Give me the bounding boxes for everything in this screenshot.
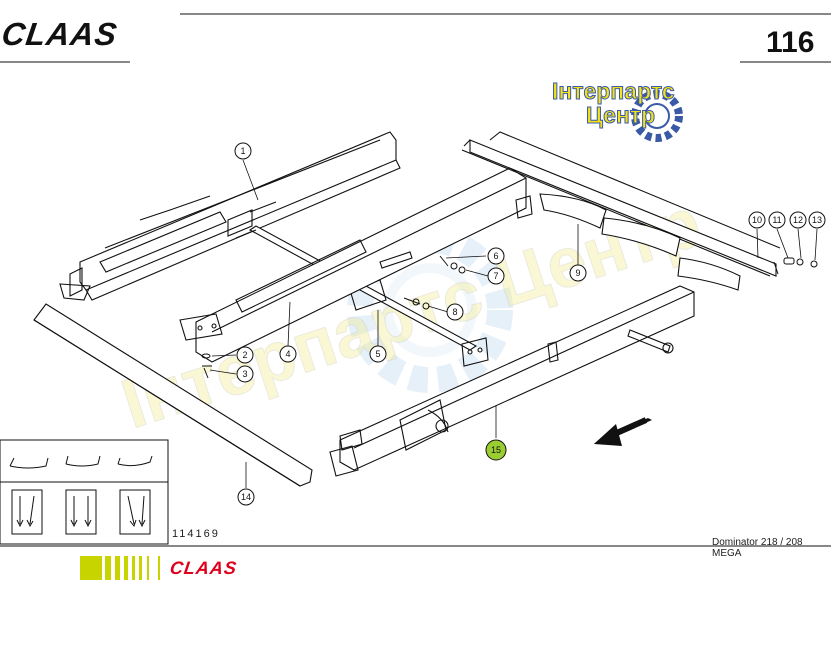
svg-text:11: 11 — [772, 215, 781, 225]
callout-leaders — [209, 159, 818, 488]
svg-text:6: 6 — [493, 251, 498, 261]
part-14-wedge-strip — [33, 303, 313, 487]
svg-text:4: 4 — [285, 349, 290, 359]
callout-7[interactable]: 7 — [487, 267, 505, 285]
svg-text:14: 14 — [241, 492, 251, 502]
direction-arrow-icon — [594, 417, 652, 446]
svg-text:15: 15 — [491, 445, 501, 455]
svg-text:8: 8 — [452, 307, 457, 317]
svg-text:3: 3 — [242, 369, 247, 379]
part-9-rail — [461, 131, 781, 291]
brand-logo-top: CLAAS — [0, 16, 120, 52]
hardware-items — [201, 255, 818, 379]
document-code: 114169 — [172, 528, 220, 540]
svg-text:13: 13 — [812, 215, 822, 225]
arrow-down-icon — [16, 495, 146, 528]
svg-text:5: 5 — [375, 349, 380, 359]
watermark-title-line2: Центр — [585, 102, 656, 128]
callout-11[interactable]: 11 — [768, 211, 786, 229]
callout-13[interactable]: 13 — [808, 211, 826, 229]
svg-text:9: 9 — [575, 268, 580, 278]
svg-text:7: 7 — [493, 271, 498, 281]
callout-3[interactable]: 3 — [236, 365, 254, 383]
callout-2[interactable]: 2 — [236, 346, 254, 364]
footer-color-bars — [80, 556, 160, 580]
watermark-title-line1: Інтерпартс — [552, 78, 676, 104]
callout-10[interactable]: 10 — [748, 211, 766, 229]
gear-watermark-icon — [347, 227, 513, 393]
callout-1[interactable]: 1 — [234, 142, 252, 160]
svg-text:12: 12 — [793, 215, 803, 225]
brand-logo-bottom: CLAAS — [168, 558, 239, 578]
part-15-side-member — [329, 285, 695, 477]
callout-4[interactable]: 4 — [279, 345, 297, 363]
callout-12[interactable]: 12 — [789, 211, 807, 229]
model-name: Dominator 218 / 208 MEGA — [712, 537, 803, 559]
watermark-gear-icon — [631, 90, 683, 142]
page-number: 116 — [766, 26, 815, 59]
callout-6[interactable]: 6 — [487, 247, 505, 265]
svg-text:10: 10 — [752, 215, 762, 225]
svg-text:2: 2 — [242, 350, 247, 360]
callout-8[interactable]: 8 — [446, 303, 464, 321]
orientation-legend — [0, 439, 169, 545]
callout-9[interactable]: 9 — [569, 264, 587, 282]
svg-text:1: 1 — [240, 146, 245, 156]
callout-14[interactable]: 14 — [237, 488, 255, 506]
callout-15-highlighted[interactable]: 15 — [485, 439, 507, 461]
callout-5[interactable]: 5 — [369, 345, 387, 363]
